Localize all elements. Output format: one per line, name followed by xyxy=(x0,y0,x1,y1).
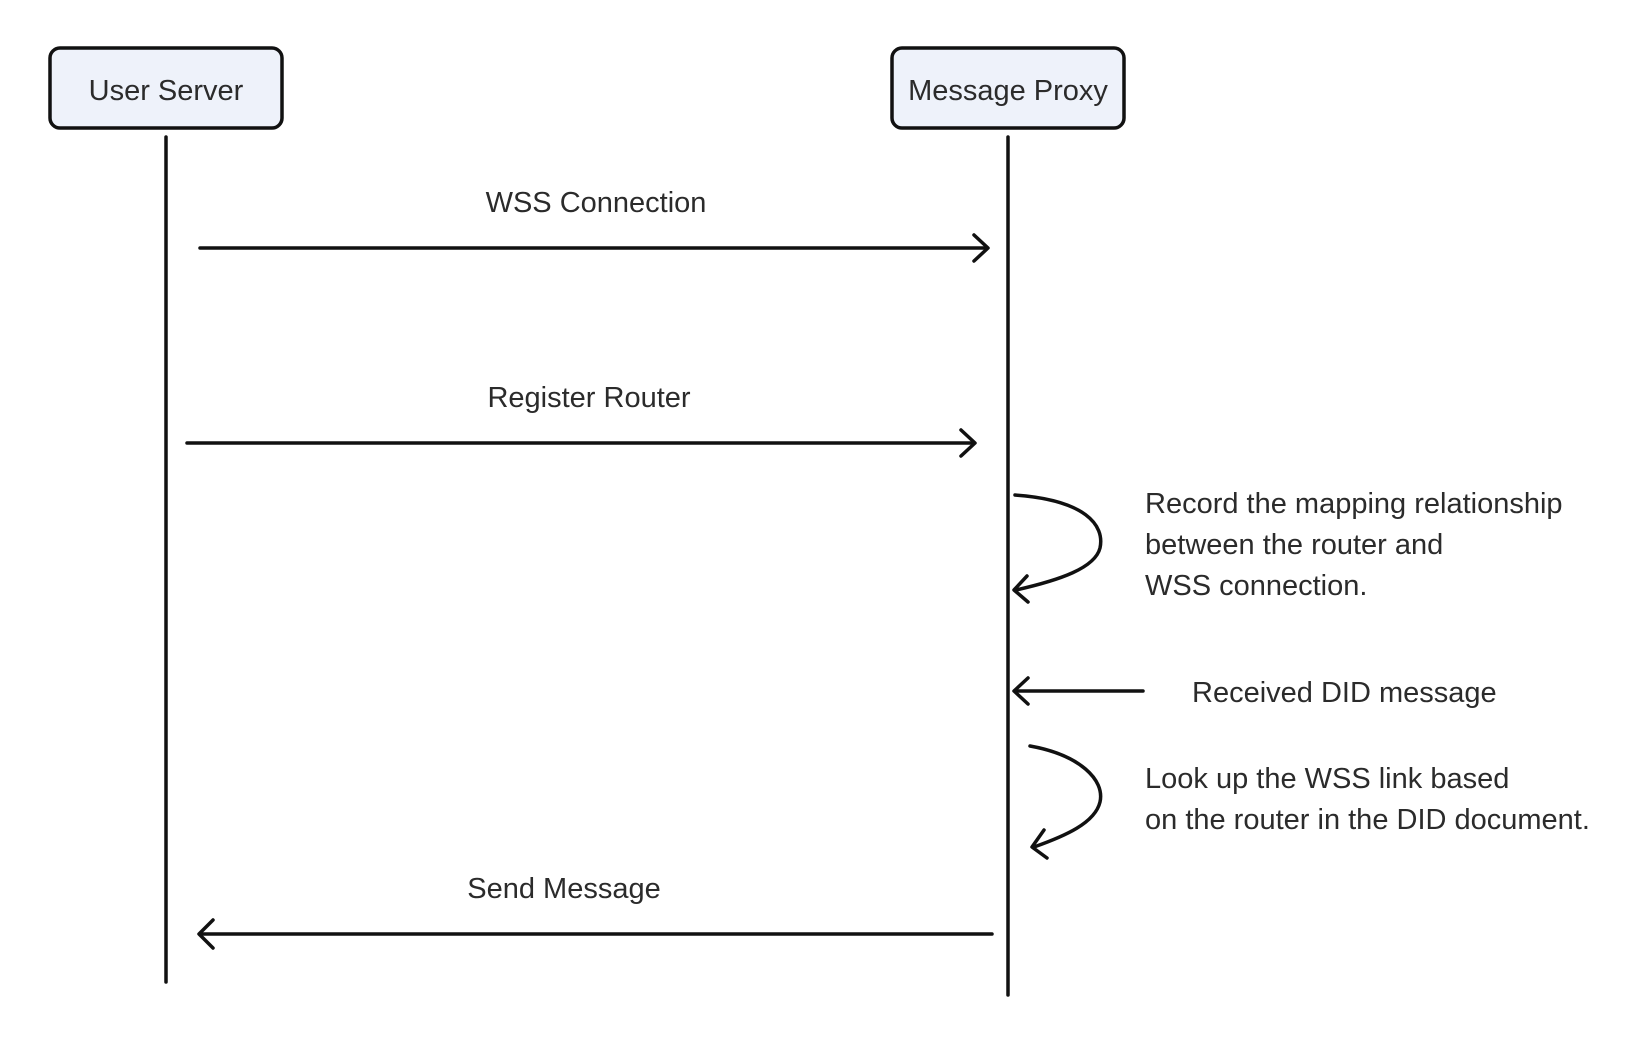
self-arrow-head-record-mapping xyxy=(1012,574,1030,604)
note-record-mapping-line-2: between the router and xyxy=(1145,529,1443,561)
message-label-wss-connection: WSS Connection xyxy=(486,187,707,219)
message-label-register-router: Register Router xyxy=(487,382,690,414)
note-record-mapping-line-3: WSS connection. xyxy=(1145,570,1367,602)
message-label-received-did: Received DID message xyxy=(1192,677,1497,709)
participant-label-user-server: User Server xyxy=(89,75,244,107)
note-record-mapping-line-1: Record the mapping relationship xyxy=(1145,488,1563,520)
self-message-record-mapping: Record the mapping relationship between … xyxy=(1012,488,1563,604)
self-message-lookup-wss: Look up the WSS link based on the router… xyxy=(1028,744,1590,860)
self-arrow-head-lookup-wss xyxy=(1030,828,1049,860)
message-received-did: Received DID message xyxy=(1012,676,1497,709)
participant-user-server: User Server xyxy=(48,46,284,130)
participant-box-message-proxy xyxy=(890,46,1126,130)
message-label-send-message: Send Message xyxy=(467,873,660,905)
participant-box-user-server xyxy=(48,46,284,130)
arrow-head-register-router xyxy=(959,428,977,458)
self-arrow-curve-lookup-wss xyxy=(1028,744,1103,849)
note-lookup-wss-line-2: on the router in the DID document. xyxy=(1145,804,1590,836)
participant-label-message-proxy: Message Proxy xyxy=(908,75,1108,107)
message-register-router: Register Router xyxy=(185,382,977,458)
message-wss-connection: WSS Connection xyxy=(198,187,990,263)
message-send-message: Send Message xyxy=(197,873,994,950)
arrow-head-wss-connection xyxy=(972,233,990,263)
arrow-head-send-message xyxy=(197,918,215,950)
self-arrow-curve-record-mapping xyxy=(1013,493,1103,592)
participant-message-proxy: Message Proxy xyxy=(890,46,1126,130)
arrow-head-received-did xyxy=(1012,676,1030,706)
note-lookup-wss-line-1: Look up the WSS link based xyxy=(1145,763,1509,795)
